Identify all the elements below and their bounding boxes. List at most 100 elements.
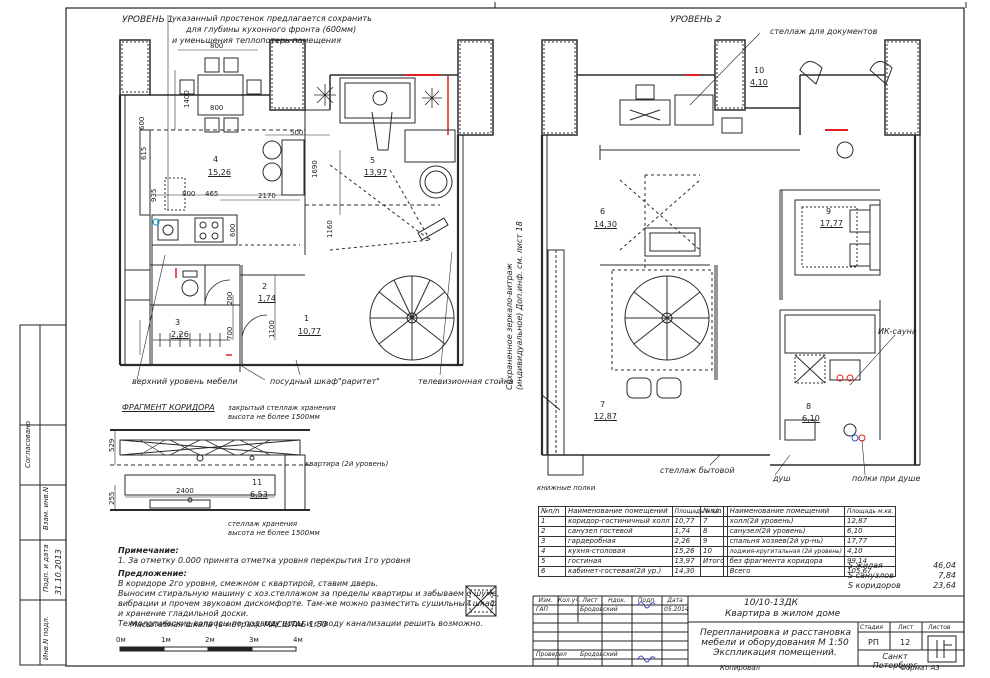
dim-600-b: 600 [229, 223, 237, 237]
room-1-num: 1 [304, 314, 310, 323]
room-1-area: 10,77 [298, 327, 321, 336]
table-row: №n/n Наименование помещений Площадь м.кв… [700, 506, 897, 517]
gap-name: Бродовский [580, 606, 618, 613]
room-9-num: 9 [826, 207, 832, 216]
sheet-title: Перепланировка и расстановка мебели и об… [700, 628, 852, 658]
room-10-area: 4,10 [750, 78, 768, 87]
gap-role: ГАП [536, 606, 548, 613]
stage-header: Стадия [860, 624, 884, 631]
fragment-plan [110, 429, 310, 511]
sheets-header: Листов [928, 624, 951, 631]
level1-top-note: указанный простенок предлагается сохрани… [172, 14, 372, 45]
scale-tick-1: 1м [161, 636, 171, 644]
dim-800-b: 800 [210, 104, 224, 112]
city: Санкт Петербург [872, 652, 918, 670]
callout-shower: душ [773, 474, 791, 483]
scale-tick-3: 3м [249, 636, 259, 644]
notes-text: 1. За отметку 0.000 принята отметка уров… [118, 556, 411, 565]
room-6-area: 14,30 [594, 220, 617, 229]
side-inv-orig: Инв.N подл. [42, 615, 50, 660]
checker-name: Бродовский [580, 651, 618, 658]
level1-title: УРОВЕНЬ 1 [122, 15, 174, 25]
side-agreed: Согласовано [24, 420, 32, 468]
dim-500: 500 [290, 129, 304, 137]
dim-255: 255 [108, 491, 116, 505]
dim-1400: 1400 [183, 90, 191, 108]
explication-left-table: №n/n Наименование помещений Площадь м.кв… [538, 506, 725, 577]
mirror-note: Сохраненное зеркало-витраж (индивидуальн… [505, 221, 524, 390]
dim-1100: 1100 [268, 320, 276, 338]
dim-1160: 1160 [326, 220, 334, 238]
fragment-apt-label: квартира (2й уровень) [305, 460, 389, 468]
dim-615: 615 [140, 146, 148, 160]
dim-2170: 2170 [258, 192, 276, 200]
proposal-line: В коридоре 2го уровня, смежном с квартир… [118, 579, 379, 588]
project-object: Квартира в жилом доме [725, 609, 841, 619]
dim-935: 935 [150, 188, 158, 202]
room-7-num: 7 [600, 400, 606, 409]
callout-book-shelves: книжные полки [537, 484, 596, 492]
room-9-area: 17,77 [820, 219, 843, 228]
scale-title: Масштабная шкала (в метрах). МАСШТАБ 1:5… [130, 620, 327, 629]
dim-700: 700 [226, 326, 234, 340]
callout-household-rack: стеллаж бытовой [660, 466, 735, 475]
explication-right-table: №n/n Наименование помещений Площадь м.кв… [700, 506, 897, 577]
stamp-box [465, 585, 497, 617]
room-3-area: 2,26 [171, 330, 189, 339]
callout-upper-furniture: верхний уровень мебели [132, 377, 238, 386]
proposal-line: Технологические вопросы по подводу воды … [118, 619, 483, 628]
fragment-top-note: закрытый стеллаж хранения высота не боле… [228, 404, 336, 421]
room-2-area: 1,74 [258, 294, 276, 303]
room-10-num: 10 [754, 66, 765, 75]
notes-title: Примечание: [118, 546, 179, 555]
side-stamp-frame [19, 324, 67, 666]
notes-block: Примечание: 1. За отметку 0.000 принята … [118, 546, 499, 629]
room-11-num: 11 [252, 478, 263, 487]
proposal-title: Предложение: [118, 569, 187, 578]
level1-plan [118, 15, 494, 381]
sheet-header: Лист [898, 624, 914, 631]
callout-china-cabinet: посудный шкаф"раритет" [270, 377, 380, 386]
copied-label: Копировал [720, 664, 760, 672]
level2-title: УРОВЕНЬ 2 [670, 15, 722, 25]
room-6-num: 6 [600, 207, 606, 216]
side-sign-date-value: 31.10.2013 [54, 549, 63, 595]
scale-tick-2: 2м [205, 636, 215, 644]
table-row: №n/n Наименование помещений Площадь м.кв… [538, 506, 725, 517]
room-4-area: 15,26 [208, 168, 231, 177]
room-11-area: 6,53 [250, 490, 268, 499]
side-sign-date: Подп. и дата [42, 544, 50, 592]
callout-shower-shelves: полки при душе [852, 474, 921, 483]
fragment-bottom-note: стеллаж хранения высота не более 1500мм [228, 520, 320, 537]
room-5-num: 5 [370, 156, 376, 165]
project-code: 10/10-13ДК [744, 598, 799, 608]
stage-value: РП [868, 638, 879, 647]
room-8-area: 6,10 [802, 414, 820, 423]
callout-document-rack: стеллаж для документов [770, 27, 878, 36]
side-inv: Взам. инв.N [42, 486, 50, 530]
fragment-title: ФРАГМЕНТ КОРИДОРА [122, 403, 215, 412]
scale-tick-4: 4м [293, 636, 303, 644]
level2-plan [540, 32, 921, 476]
callout-tv-stand: телевизионная стойка [418, 377, 514, 386]
proposal-line: и хранение гладильной доски. [118, 609, 249, 618]
callout-ir-sauna: ИК-сауна [878, 327, 917, 336]
checker-role: Проверил [536, 651, 567, 658]
proposal-line: вибрации и прочем звуковом дискомфорте. … [118, 599, 497, 608]
title-block-frame [532, 595, 964, 666]
signatures [637, 601, 656, 663]
dim-465: 465 [205, 190, 219, 198]
dim-2400: 2400 [176, 487, 194, 495]
room-7-area: 12,87 [594, 412, 617, 421]
